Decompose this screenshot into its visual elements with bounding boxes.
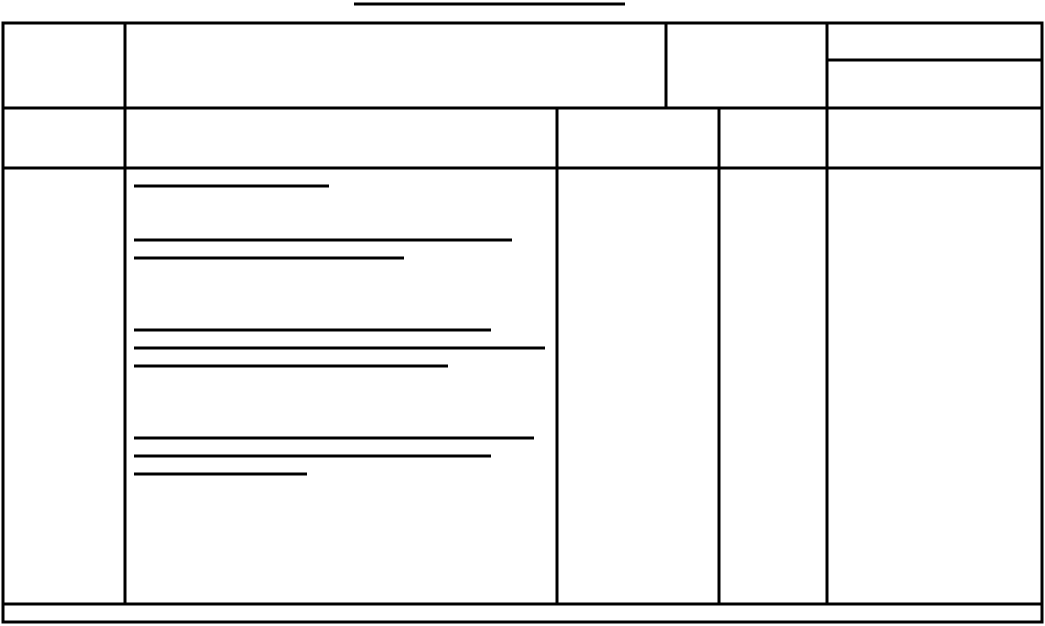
- form-outer-border: [1, 21, 1044, 624]
- entry-blank-3: [134, 328, 545, 368]
- entry-blank-2: [134, 238, 512, 260]
- entry-blank-4: [134, 436, 534, 476]
